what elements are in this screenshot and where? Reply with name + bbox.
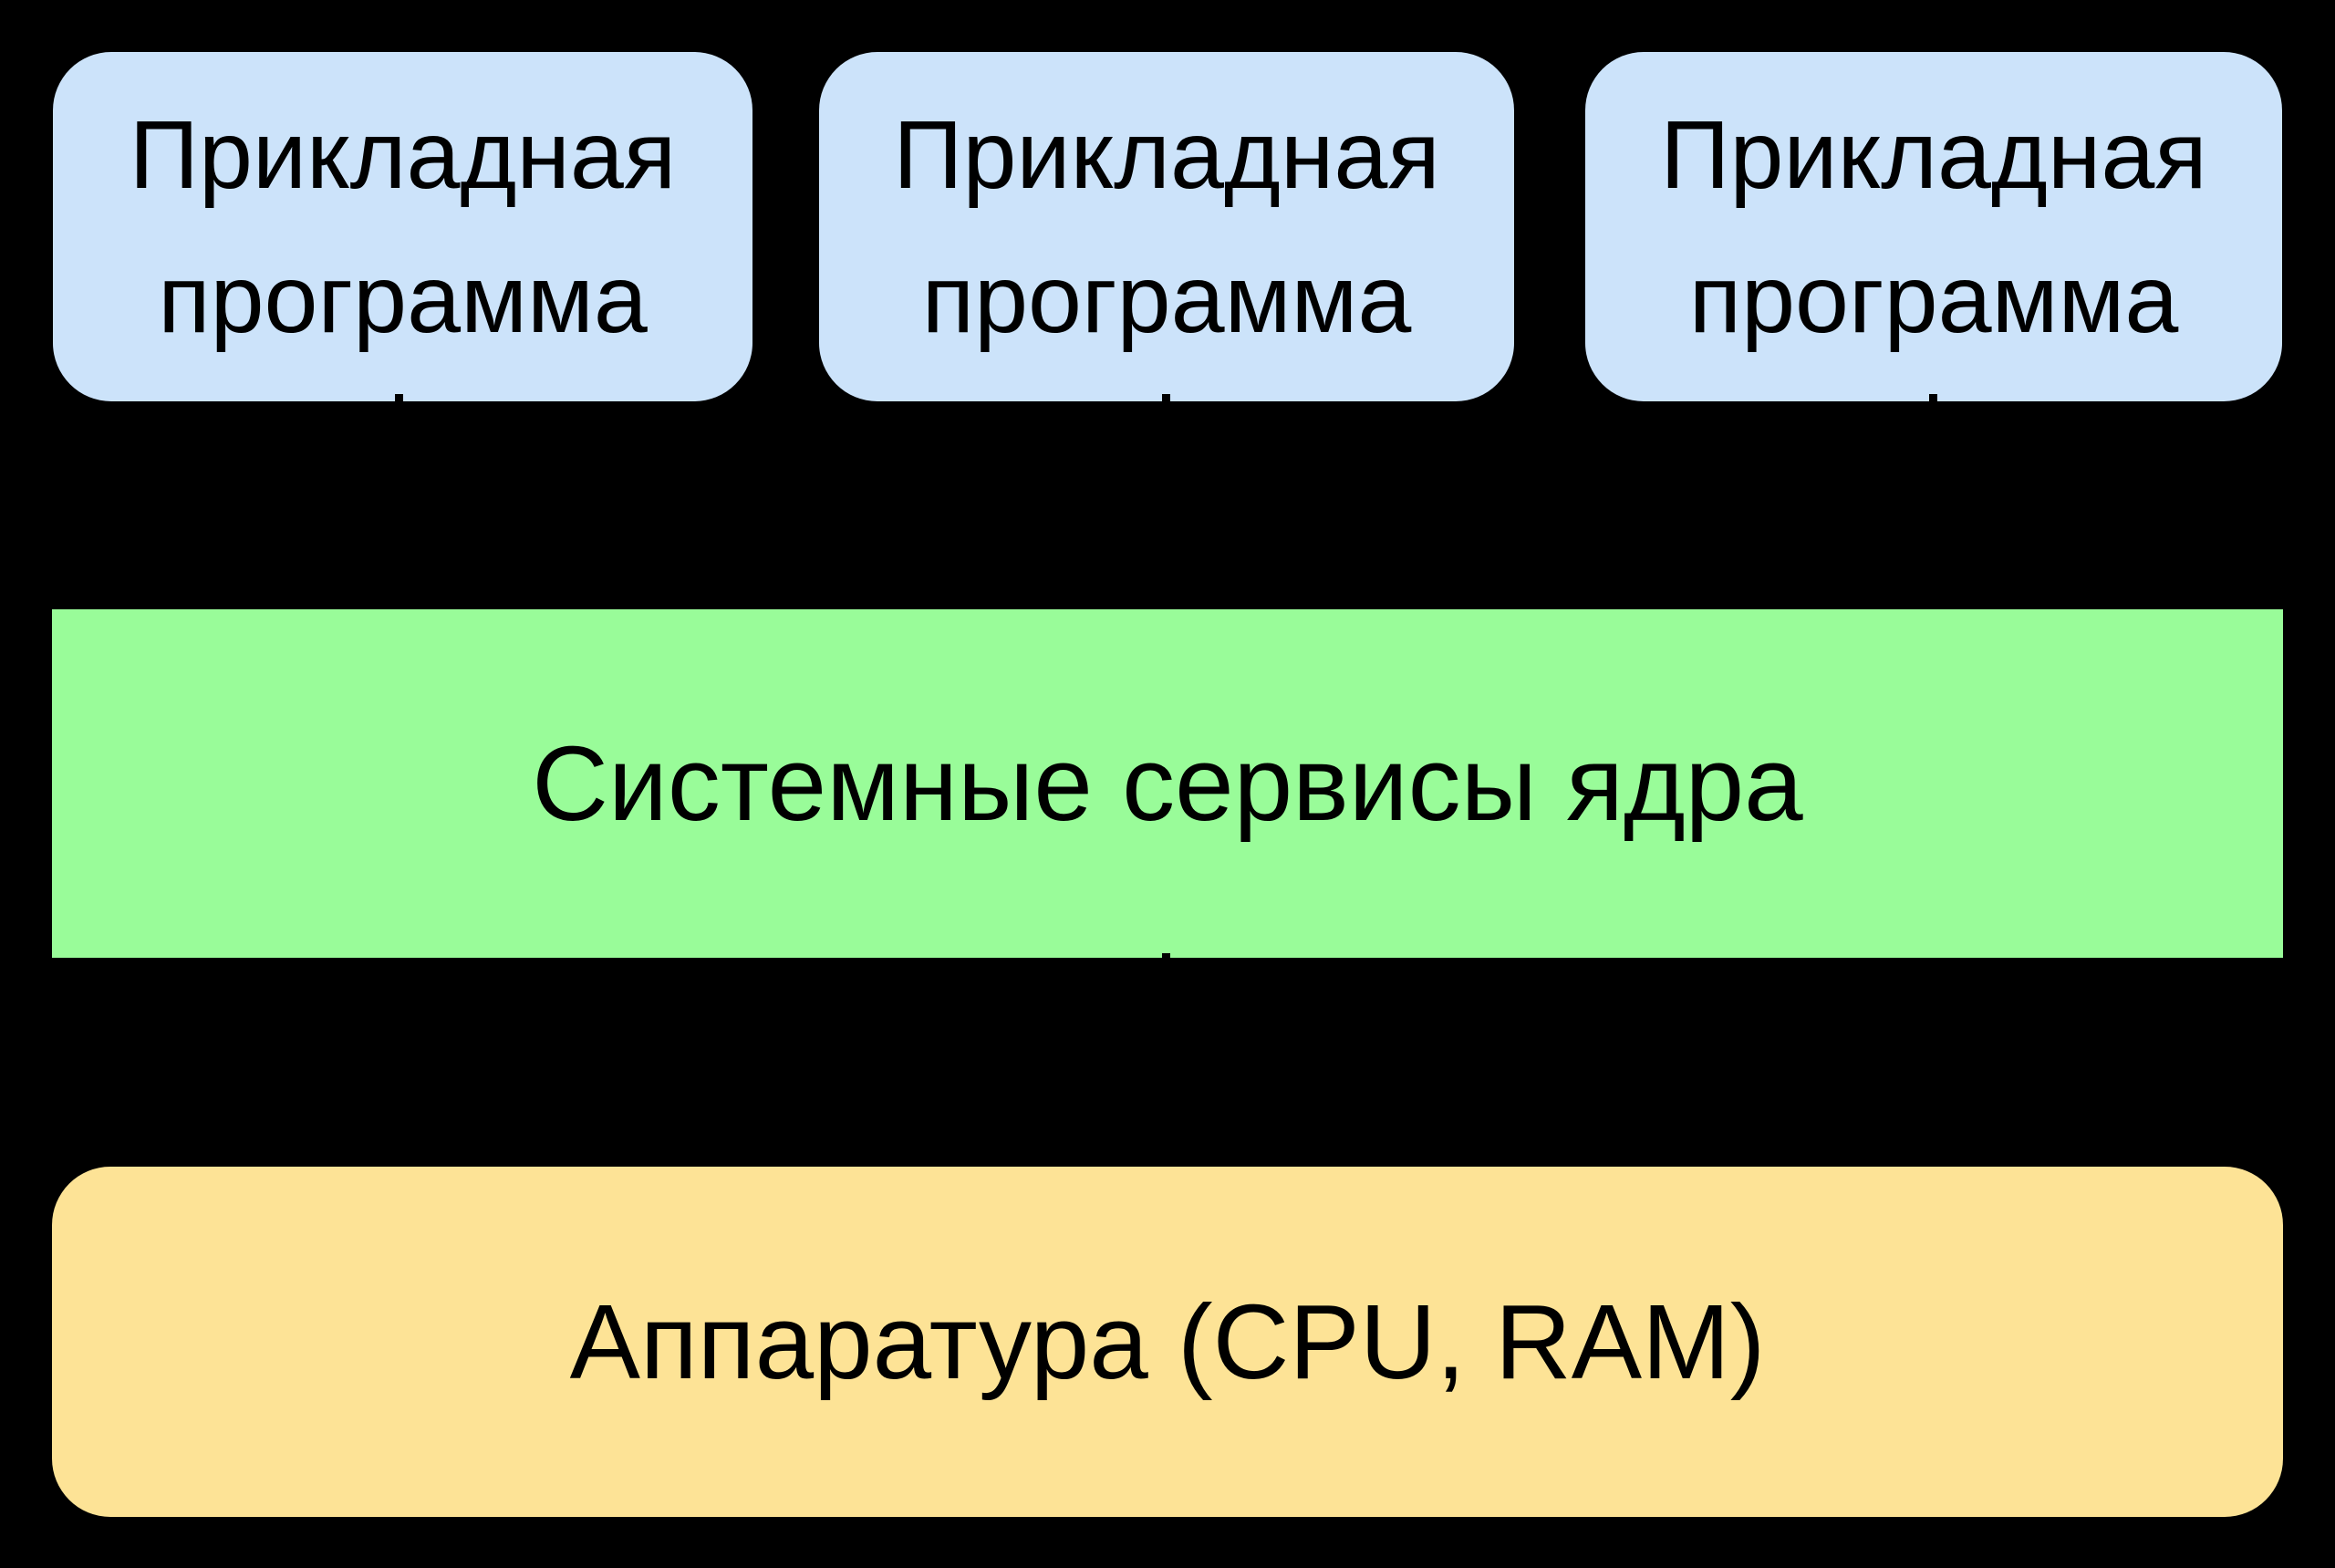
application-program-label: Прикладная программа xyxy=(1660,83,2206,371)
hardware-label: Аппаратура (CPU, RAM) xyxy=(569,1282,1766,1401)
application-program-label: Прикладная программа xyxy=(893,83,1439,371)
label-line-2: программа xyxy=(158,244,648,353)
connector-line-app1-kernel xyxy=(395,394,403,614)
connector-line-app2-kernel xyxy=(1162,394,1170,614)
kernel-services-box: Системные сервисы ядра xyxy=(52,609,2283,958)
application-program-box-3: Прикладная программа xyxy=(1585,52,2282,401)
kernel-services-label: Системные сервисы ядра xyxy=(532,724,1803,843)
connector-line-kernel-hardware xyxy=(1162,953,1170,1171)
application-program-box-1: Прикладная программа xyxy=(53,52,752,401)
label-line-1: Прикладная xyxy=(129,100,677,209)
label-line-2: программа xyxy=(1688,244,2179,353)
connector-line-app3-kernel xyxy=(1929,394,1937,614)
application-program-label: Прикладная программа xyxy=(130,83,676,371)
hardware-box: Аппаратура (CPU, RAM) xyxy=(52,1167,2283,1517)
label-line-1: Прикладная xyxy=(1660,100,2207,209)
label-line-2: программа xyxy=(921,244,1412,353)
label-line-1: Прикладная xyxy=(893,100,1440,209)
application-program-box-2: Прикладная программа xyxy=(819,52,1514,401)
